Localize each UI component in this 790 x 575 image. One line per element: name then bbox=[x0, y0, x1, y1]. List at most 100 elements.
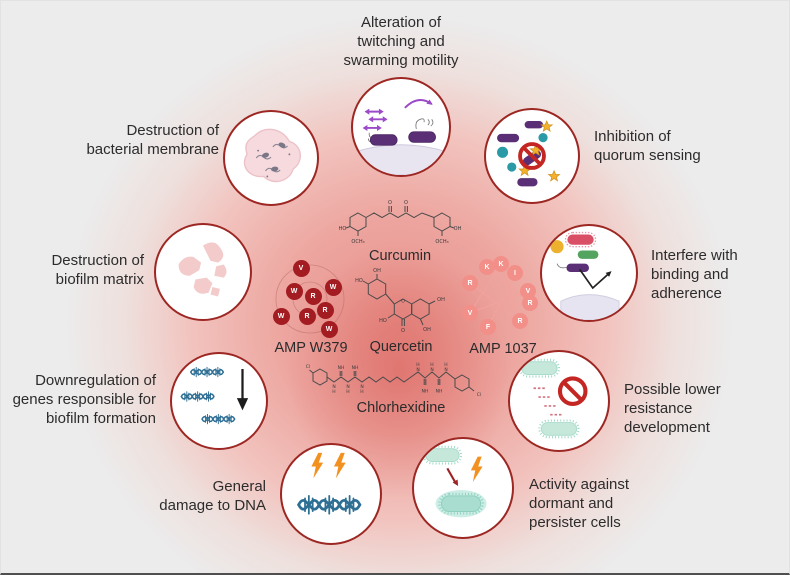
circle-resistance bbox=[508, 350, 610, 452]
membrane-destruction-icon bbox=[243, 128, 301, 183]
residue: F bbox=[480, 319, 496, 335]
lightning-icon bbox=[333, 452, 346, 479]
residue: V bbox=[462, 305, 478, 321]
svg-text:N: N bbox=[346, 384, 349, 390]
residue: R bbox=[522, 295, 538, 311]
dna-icon bbox=[190, 366, 225, 378]
downregulation-icon bbox=[180, 366, 249, 425]
residue: W bbox=[320, 320, 338, 338]
residue: R bbox=[512, 313, 528, 329]
bacterium-icon bbox=[425, 448, 460, 463]
svg-text:O: O bbox=[388, 200, 392, 206]
svg-text:H: H bbox=[430, 362, 433, 368]
dna-icon bbox=[297, 494, 362, 516]
residue: W bbox=[285, 282, 303, 300]
svg-text:H: H bbox=[416, 362, 419, 368]
amp-1037-connections-icon bbox=[469, 263, 531, 328]
amp-w379-label: AMP W379 bbox=[274, 340, 348, 356]
svg-text:O: O bbox=[401, 299, 405, 305]
svg-text:OCH₃: OCH₃ bbox=[435, 239, 448, 245]
signal-molecule-icon bbox=[507, 162, 517, 172]
label-twitching: Alteration of twitching and swarming mot… bbox=[343, 14, 459, 69]
bacterium-rod-icon bbox=[369, 134, 398, 146]
svg-text:NH: NH bbox=[352, 365, 359, 371]
circle-downregulation bbox=[170, 352, 268, 450]
svg-text:Cl: Cl bbox=[306, 364, 310, 370]
svg-text:HO: HO bbox=[355, 278, 363, 284]
circle-persister bbox=[412, 437, 514, 539]
binding-adherence-icon bbox=[550, 231, 620, 320]
motility-arrows-icon bbox=[361, 99, 433, 132]
red-arrow-icon bbox=[446, 467, 459, 487]
residue: R bbox=[462, 275, 478, 291]
mutation-marks-icon bbox=[533, 387, 563, 416]
amp-1037-wheel: K K I R V R V F R bbox=[457, 255, 549, 339]
circle-biofilm-matrix bbox=[154, 223, 252, 321]
label-dna-damage: General damage to DNA bbox=[159, 478, 266, 514]
lower-resistance-icon bbox=[518, 358, 608, 439]
residue: I bbox=[507, 265, 523, 281]
svg-text:O: O bbox=[404, 200, 408, 206]
svg-text:H: H bbox=[332, 389, 335, 395]
quercetin-label: Quercetin bbox=[369, 339, 433, 355]
star-icon bbox=[548, 170, 560, 182]
label-biofilm-matrix: Destruction of biofilm matrix bbox=[51, 252, 144, 288]
curcumin-label: Curcumin bbox=[368, 248, 432, 264]
svg-text:OCH₃: OCH₃ bbox=[351, 239, 364, 245]
svg-text:OH: OH bbox=[373, 268, 381, 274]
circle-twitching bbox=[351, 77, 451, 177]
lightning-icon bbox=[311, 452, 324, 479]
circle-quorum bbox=[484, 108, 580, 204]
svg-text:N: N bbox=[360, 384, 363, 390]
signal-molecule-icon bbox=[538, 133, 548, 143]
svg-text:N: N bbox=[444, 367, 447, 373]
signal-molecule-icon bbox=[497, 146, 509, 158]
amp-1037-label: AMP 1037 bbox=[469, 341, 537, 357]
dna-icon bbox=[201, 413, 236, 425]
lightning-icon bbox=[470, 456, 483, 483]
svg-text:H: H bbox=[444, 362, 447, 368]
residue: R bbox=[304, 287, 322, 305]
label-membrane: Destruction of bacterial membrane bbox=[86, 122, 219, 158]
dna-damage-icon bbox=[297, 452, 362, 516]
bacterium-icon bbox=[440, 495, 482, 513]
star-icon bbox=[540, 120, 553, 132]
bacterium-icon bbox=[521, 361, 558, 376]
svg-text:NH: NH bbox=[338, 365, 345, 371]
quorum-sensing-icon bbox=[497, 120, 560, 187]
label-downregulation: Downregulation of genes responsible for … bbox=[12, 372, 156, 427]
svg-text:H: H bbox=[360, 389, 363, 395]
svg-text:NH: NH bbox=[436, 389, 443, 395]
bacterium-rod-icon bbox=[577, 250, 599, 259]
label-binding: Interfere with binding and adherence bbox=[651, 247, 738, 302]
residue: K bbox=[479, 259, 495, 275]
residue: R bbox=[298, 307, 316, 325]
svg-text:N: N bbox=[430, 367, 433, 373]
residue: R bbox=[316, 301, 334, 319]
svg-text:HO: HO bbox=[379, 318, 387, 324]
svg-text:OH: OH bbox=[437, 297, 445, 303]
residue: W bbox=[272, 307, 290, 325]
label-persister: Activity against dormant and persister c… bbox=[529, 476, 630, 531]
chlorhexidine-structure: Cl NH NH N H N H N H H N H N H N NH NH C… bbox=[306, 362, 481, 398]
circle-membrane bbox=[223, 110, 319, 206]
label-resistance: Possible lower resistance development bbox=[624, 381, 721, 436]
label-quorum: Inhibition of quorum sensing bbox=[594, 128, 701, 164]
circle-dna-damage bbox=[280, 443, 382, 545]
persister-cells-icon bbox=[422, 445, 487, 518]
dna-icon bbox=[180, 391, 215, 402]
biofilm-matrix-icon bbox=[178, 242, 227, 297]
bacterium-rod-icon bbox=[566, 263, 589, 273]
deflect-arrow-icon bbox=[578, 268, 609, 290]
bacterium-rod-icon bbox=[567, 234, 594, 245]
residue: W bbox=[324, 278, 342, 296]
molecule-icon bbox=[550, 240, 564, 254]
curcumin-structure: HO OCH₃ O O OCH₃ OH bbox=[339, 200, 462, 245]
down-arrow-icon bbox=[236, 369, 249, 411]
svg-text:N: N bbox=[416, 367, 419, 373]
svg-text:OH: OH bbox=[454, 226, 462, 232]
amp-w379-wheel: V W R W R W R W bbox=[272, 257, 350, 341]
svg-text:Cl: Cl bbox=[477, 392, 481, 398]
circle-binding bbox=[540, 224, 638, 322]
